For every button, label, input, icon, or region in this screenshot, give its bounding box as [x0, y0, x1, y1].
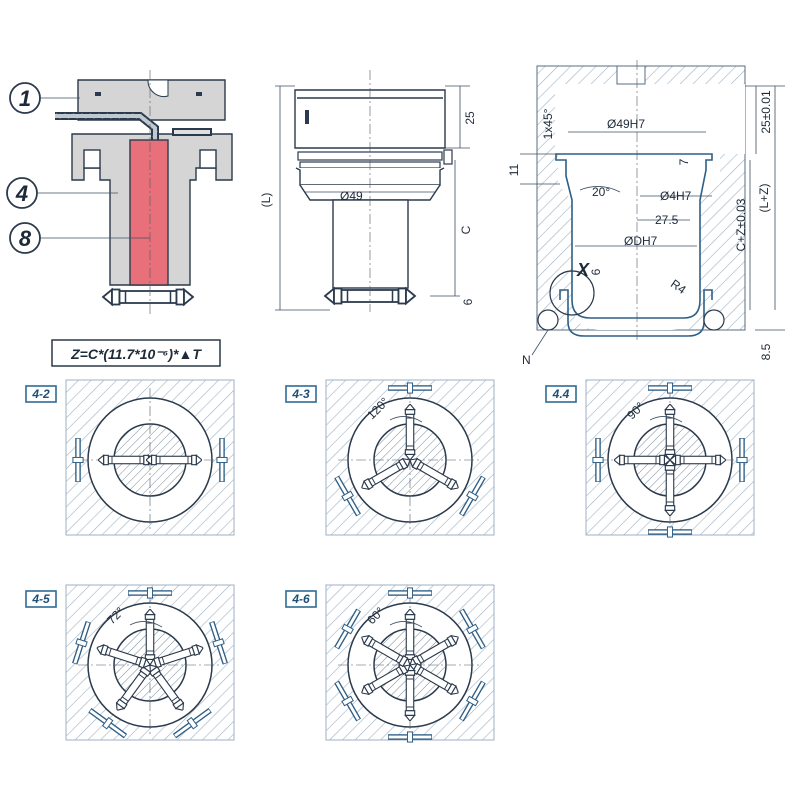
dim-top-height: 25 [463, 111, 477, 125]
variant-4-2: 4-2 [25, 379, 235, 536]
pin-icon [614, 454, 670, 466]
callout-8: 8 [9, 222, 150, 254]
variant-tag: 4-6 [291, 592, 310, 606]
dim-diameter: Ø49 [340, 189, 363, 203]
callout-1-label: 1 [19, 86, 31, 111]
side-view: (L) 25 Ø49 C 6 [259, 70, 477, 312]
dim-cz: C+Z±0.03 [734, 198, 748, 251]
variant-tag: 4.4 [552, 387, 570, 401]
dim-bore: Ø49H7 [607, 117, 645, 131]
dim-bottom: 6 [461, 298, 475, 305]
variant-tag: 4-2 [31, 387, 50, 401]
label-n: N [522, 353, 531, 367]
callout-1: 1 [9, 82, 80, 114]
dim-c: C [459, 225, 473, 234]
thermal-formula: Z=C*(11.7*10⁻⁶)*▲T [51, 339, 221, 367]
pin-icon [670, 454, 726, 466]
pin-icon [404, 609, 416, 665]
pin-icon [144, 609, 156, 665]
callout-8-label: 8 [19, 226, 32, 251]
pin-icon [146, 454, 202, 466]
variant-tag: 4-3 [291, 387, 310, 401]
detail-x: X [576, 260, 590, 280]
dim-depth-7: 7 [677, 158, 691, 165]
detail-x-6: 6 [589, 268, 603, 275]
variant-tag: 4-5 [31, 592, 50, 606]
callout-4-label: 4 [15, 181, 28, 206]
dim-lz: (L+Z) [757, 183, 771, 212]
pin-icon [664, 404, 676, 460]
dim-depth-11: 11 [507, 163, 521, 176]
formula-text: Z=C*(11.7*10⁻⁶)*▲T [70, 346, 202, 362]
insert-body [129, 139, 169, 286]
dim-angle: 20° [592, 185, 610, 199]
pin-icon [98, 454, 154, 466]
pin-icon [404, 665, 416, 721]
dim-chamfer: 1x45° [541, 108, 555, 139]
dim-pin-bore: Ø4H7 [660, 189, 692, 203]
pin-icon [664, 460, 676, 516]
dim-d-bore: ØDH7 [624, 234, 658, 248]
assembly-section-view: 1 4 8 [6, 70, 233, 315]
variant-4-6: 4-660° [285, 584, 495, 743]
dim-depth-top: 25±0.01 [759, 90, 773, 134]
bore-section: 1x45° Ø49H7 25±0.01 11 7 20° Ø4H7 27.5 C… [507, 60, 785, 367]
dim-offset: 27.5 [655, 213, 679, 227]
callout-4: 4 [6, 177, 118, 209]
dim-length: (L) [259, 193, 273, 208]
variant-4.4: 4.490° [545, 379, 755, 538]
pin-icon [404, 404, 416, 460]
dim-bottom-85: 8.5 [759, 343, 773, 360]
variant-4-5: 4-572° [25, 584, 235, 741]
